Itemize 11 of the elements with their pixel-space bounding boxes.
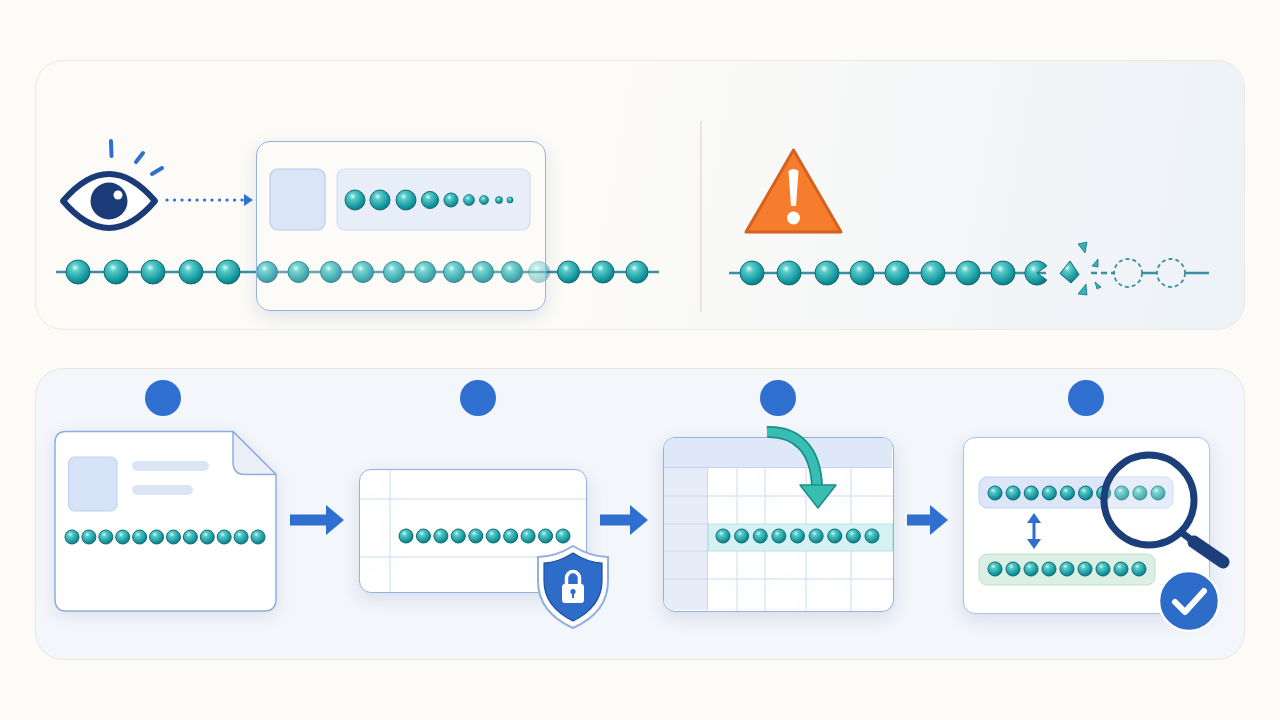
comparison-card [963,437,1210,614]
panel [35,368,1245,660]
dotted-arrow [165,194,253,206]
panel [35,60,1245,330]
arrow [290,505,344,535]
document-card [54,430,277,612]
arrow [600,505,648,535]
eye-icon [58,137,166,233]
arrow [907,505,948,535]
spreadsheet-card [663,437,894,612]
table-card [359,469,587,593]
